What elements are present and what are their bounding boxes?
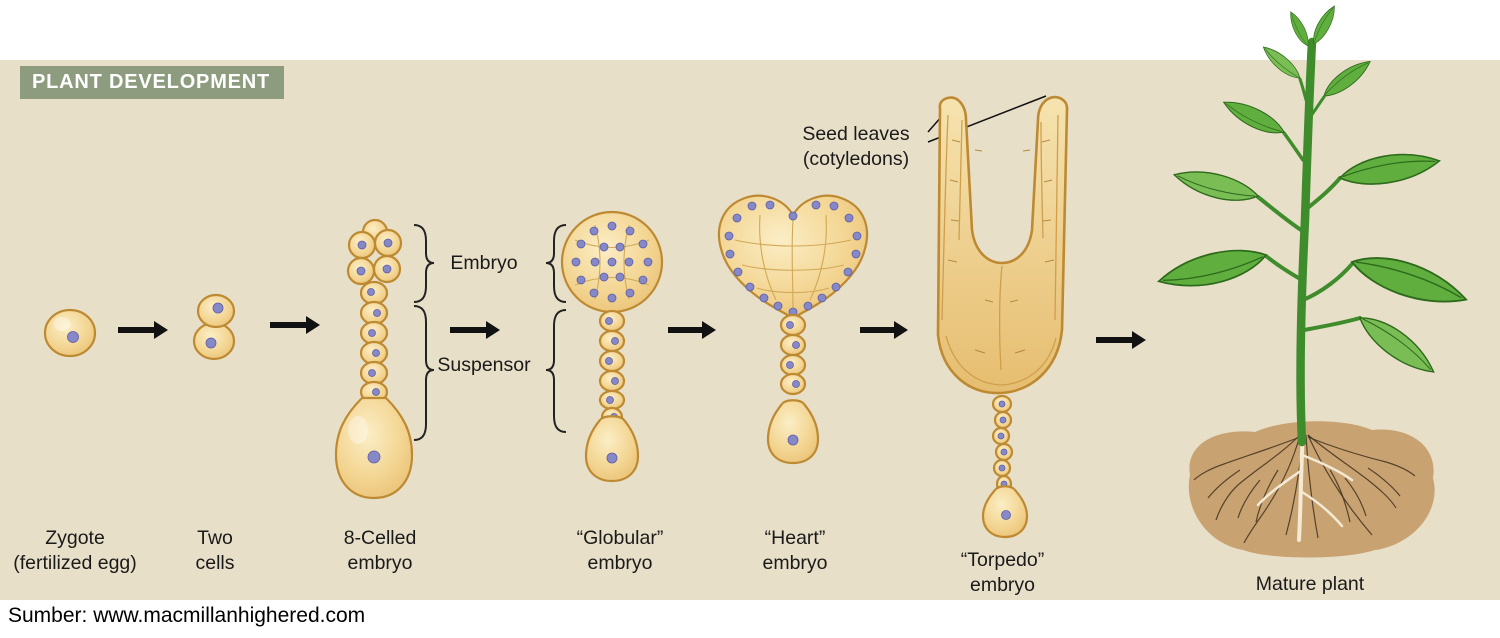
- embryo-label: Embryo: [450, 252, 518, 274]
- stage-label-line: embryo: [762, 552, 828, 574]
- suspensor-brace-right: [545, 309, 567, 433]
- stage-label-line: “Globular”: [576, 527, 664, 549]
- stage-label-line: Zygote: [45, 527, 105, 549]
- stage-label-heart: “Heart” embryo: [715, 526, 875, 576]
- stage-label-line: (fertilized egg): [13, 552, 137, 574]
- zygote-illustration: [43, 308, 97, 358]
- stage-label-line: Two: [197, 527, 233, 549]
- embryo-suspensor-braces: [413, 224, 567, 441]
- stage-label-eight-celled: 8-Celled embryo: [300, 526, 460, 576]
- stage-label-two-cells: Two cells: [165, 526, 265, 576]
- stage-label-line: embryo: [587, 552, 653, 574]
- stage-label-line: embryo: [347, 552, 413, 574]
- arrow-icon: [450, 321, 500, 339]
- two-cells-illustration: [192, 293, 236, 361]
- suspensor-brace-left: [413, 305, 435, 441]
- globular-embryo-illustration: [560, 210, 664, 483]
- stage-label-torpedo: “Torpedo” embryo: [920, 548, 1085, 598]
- stage-label-line: Mature plant: [1255, 573, 1365, 595]
- seed-leaves-line1: Seed leaves: [802, 123, 910, 145]
- arrow-icon: [1096, 331, 1146, 349]
- stage-label-line: cells: [195, 552, 235, 574]
- soil-mound: [1188, 421, 1435, 558]
- stage-label-globular: “Globular” embryo: [540, 526, 700, 576]
- arrow-icon: [860, 321, 908, 339]
- stage-label-line: “Torpedo”: [960, 549, 1045, 571]
- stage-label-line: embryo: [969, 574, 1036, 596]
- embryo-brace-right: [545, 224, 567, 303]
- heart-embryo-illustration: [717, 194, 869, 465]
- eight-celled-embryo-illustration: [334, 218, 414, 500]
- stage-label-line: “Heart”: [764, 527, 826, 549]
- torpedo-embryo-illustration: [936, 95, 1069, 539]
- seed-leaves-label: Seed leaves (cotyledons): [788, 122, 924, 172]
- taproot: [1256, 430, 1354, 542]
- seed-leaves-line2: (cotyledons): [802, 148, 910, 170]
- source-credit: Sumber: www.macmillanhighered.com: [8, 604, 366, 627]
- plant-stem: [1256, 37, 1362, 447]
- page-title: PLANT DEVELOPMENT: [20, 66, 285, 99]
- stage-label-mature-plant: Mature plant: [1210, 572, 1410, 597]
- arrow-icon: [270, 316, 320, 334]
- mature-plant-illustration: [1154, 2, 1473, 558]
- stage-label-zygote: Zygote (fertilized egg): [0, 526, 150, 576]
- root-fibers: [1193, 434, 1416, 544]
- arrow-icon: [668, 321, 716, 339]
- arrow-icon: [118, 321, 168, 339]
- stage-label-line: 8-Celled: [343, 527, 417, 549]
- suspensor-label: Suspensor: [437, 354, 531, 376]
- embryo-brace-left: [413, 224, 435, 303]
